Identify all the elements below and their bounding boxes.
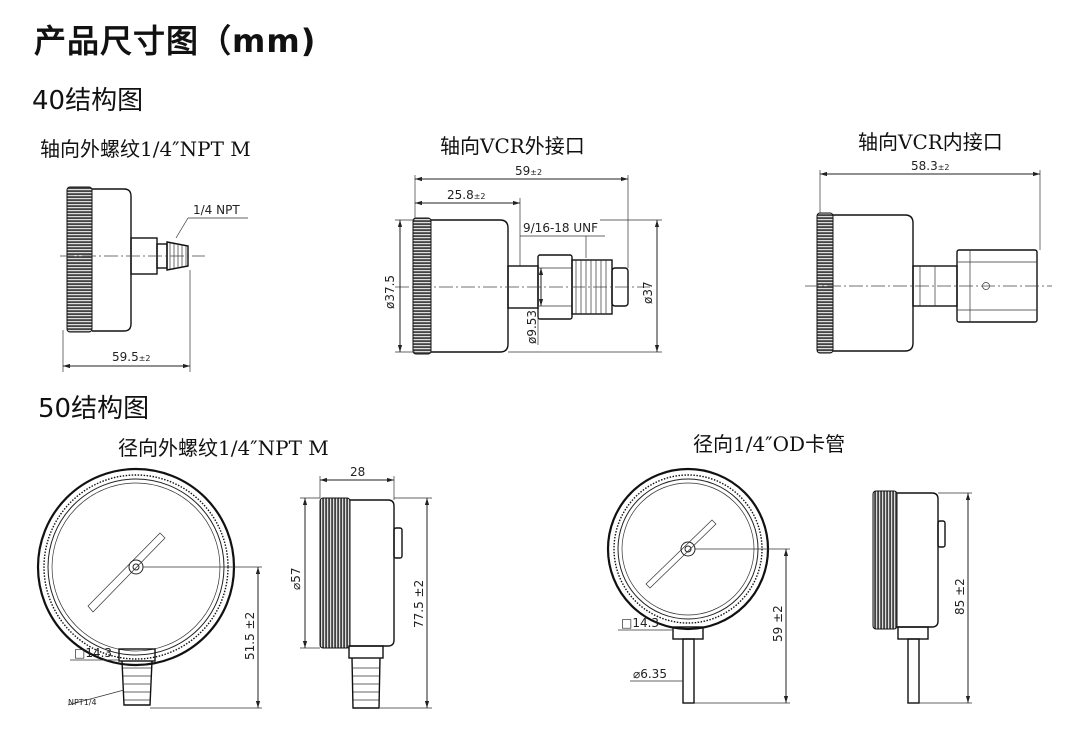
dim-dia-case: ø37.5 (383, 275, 397, 309)
thread-label-npt: 1/4 NPT (193, 203, 240, 217)
dim-hex-od: □14.3 (621, 616, 659, 630)
drawing-radial-npt-side: 28 ⌀57 77.5 ±2 (289, 465, 432, 709)
dim-inner-vcr-male: 25.8±2 (447, 188, 486, 202)
drawing-radial-npt-front: □14.3 NPT1/4 51.5 ±2 (36, 467, 262, 709)
thread-label-unf: 9/16-18 UNF (523, 221, 598, 235)
dim-height-center-od: 59 ±2 (771, 605, 785, 642)
drawing-axial-vcr-male: 59±2 25.8±2 9/16-18 UNF ø37.5 ø37 ø9.53 (383, 164, 662, 355)
section-title-40: 40结构图 (32, 86, 144, 116)
caption-radial-npt: 径向外螺纹1/4″NPT M (118, 436, 329, 460)
drawing-radial-od-side: 85 ±2 (872, 490, 972, 704)
dim-overall-vcr-male: 59±2 (515, 164, 542, 178)
section-title-50: 50结构图 (38, 394, 150, 424)
dim-dia-stem: ø9.53 (525, 310, 539, 344)
caption-axial-vcr-male: 轴向VCR外接口 (440, 134, 585, 158)
dim-tube-dia: ⌀6.35 (633, 667, 667, 681)
dim-hex-npt: □14.3 (74, 646, 112, 660)
caption-axial-vcr-female: 轴向VCR内接口 (858, 130, 1003, 154)
dim-depth: 28 (350, 465, 365, 479)
dim-overall-vcr-female: 58.3±2 (911, 159, 950, 173)
thread-label-npt14: NPT1/4 (68, 698, 97, 707)
dim-height-center-npt: 51.5 ±2 (243, 612, 257, 660)
caption-axial-npt: 轴向外螺纹1/4″NPT M (40, 137, 251, 161)
caption-radial-od: 径向1/4″OD卡管 (693, 432, 846, 456)
dim-height-total-npt: 77.5 ±2 (412, 580, 426, 628)
dim-dia-57: ⌀57 (289, 567, 303, 590)
drawing-radial-od-front: □14.3 ⌀6.35 59 ±2 (606, 467, 790, 704)
drawing-axial-vcr-female: 58.3±2 (805, 159, 1052, 354)
dim-dia-right: ø37 (641, 281, 655, 304)
dim-height-total-od: 85 ±2 (953, 578, 967, 615)
drawing-axial-npt: 1/4 NPT 59.5±2 (60, 186, 248, 372)
page-title: 产品尺寸图（mm) (34, 22, 317, 60)
dim-length-npt: 59.5±2 (112, 350, 151, 364)
